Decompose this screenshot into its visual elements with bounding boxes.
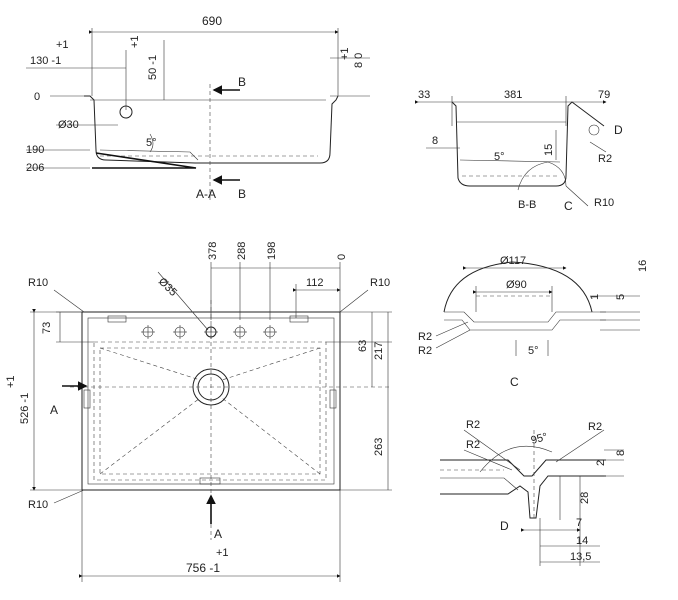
dim-80: 8 0 [353,53,365,68]
bb-dim-381: 381 [504,89,522,101]
plan-dim-526: 526 -1 [19,393,31,424]
plan-dim-217: 217 [373,342,385,360]
bb-r10: R10 [594,197,614,209]
plan-dim-198: 198 [266,242,278,260]
plan-dim-plus1-a: +1 [5,375,17,388]
bb-dim-5deg: 5° [494,151,505,163]
d-dim-2: 2 [595,460,607,466]
bb-dim-33: 33 [418,89,430,101]
plan-r10-tr: R10 [370,277,390,289]
plan-dim-112: 112 [306,277,324,289]
plan-dim-263: 263 [373,438,385,456]
bb-sink-outline [451,101,605,187]
plan-dim-0: 0 [336,254,348,260]
plan-dim-378: 378 [207,242,219,260]
tap-hole-row [141,325,277,339]
c-dim-5deg: 5° [528,345,539,357]
c-dim-5: 5 [615,294,627,300]
top-sink-outline [84,95,339,164]
section-aa-label: A-A [196,187,216,201]
d-r2-a: R2 [466,419,480,431]
d-dim-95deg: 95° [530,431,549,447]
bb-dim-15: 15 [543,144,555,156]
dim-206: 206 [26,162,44,174]
dim-190: 190 [26,144,44,156]
label-b-top: B [238,75,246,89]
detail-c-outline [443,261,593,313]
dim-690: 690 [202,14,222,28]
d-dim-14: 14 [576,535,588,547]
bb-dim-8: 8 [432,135,438,147]
section-bb-view: 33 381 79 8 15 5° R2 R10 D C B-B [415,89,623,213]
detail-d-outline [440,459,606,477]
c-r2-b: R2 [418,345,432,357]
plan-r10-bl: R10 [28,499,48,511]
d-dim-7: 7 [576,517,582,529]
dim-30: Ø30 [58,119,79,131]
d-r2-c: R2 [588,421,602,433]
bb-r2: R2 [598,153,612,165]
bb-label-c: C [564,199,573,213]
plan-bowl [93,341,327,481]
plan-label-a-left: A [50,403,58,417]
plan-r10-tl: R10 [28,277,48,289]
dim-5deg: 5° [146,137,157,149]
detail-c-view: Ø117 Ø90 16 1 5 5° R2 R2 C [418,255,649,389]
dim-plus1: +1 [56,39,69,51]
c-dim-117: Ø117 [500,255,526,267]
plan-dim-288: 288 [236,242,248,260]
dim-50: 50 -1 [147,55,159,80]
c-r2-a: R2 [418,331,432,343]
c-dim-1: 1 [589,294,601,300]
plan-label-a-bottom: A [214,527,222,541]
bb-dim-79: 79 [598,89,610,101]
plan-dim-73: 73 [41,322,53,334]
plan-dim-35: Ø35 [156,276,179,299]
d-dim-28: 28 [579,492,591,504]
c-dim-90: Ø90 [506,279,527,291]
plan-dim-63: 63 [357,340,369,352]
d-dim-8: 8 [615,450,627,456]
detail-d-view: R2 R2 R2 95° 8 2 28 7 14 13,5 D [440,419,627,566]
dim-0: 0 [34,91,40,103]
dim-plus1-b: +1 [129,35,141,48]
detail-d-title: D [500,519,509,533]
label-b-bottom: B [238,187,246,201]
plan-dim-plus1-b: +1 [216,547,229,559]
dim-plus1-c: +1 [339,47,351,60]
d-dim-13-5: 13,5 [570,551,591,563]
c-dim-16: 16 [637,260,649,272]
detail-c-title: C [510,375,519,389]
dim-130: 130 -1 [30,55,61,67]
section-bb-title: B-B [518,199,536,211]
plan-view: 378 288 198 0 112 Ø35 R10 R10 R10 73 63 … [5,242,392,582]
top-section-view: 690 +1 130 -1 +1 50 -1 +1 8 0 0 Ø30 5° 1… [26,14,370,201]
bb-label-d: D [614,123,623,137]
d-r2-b: R2 [466,439,480,451]
plan-dim-756: 756 -1 [186,561,220,575]
